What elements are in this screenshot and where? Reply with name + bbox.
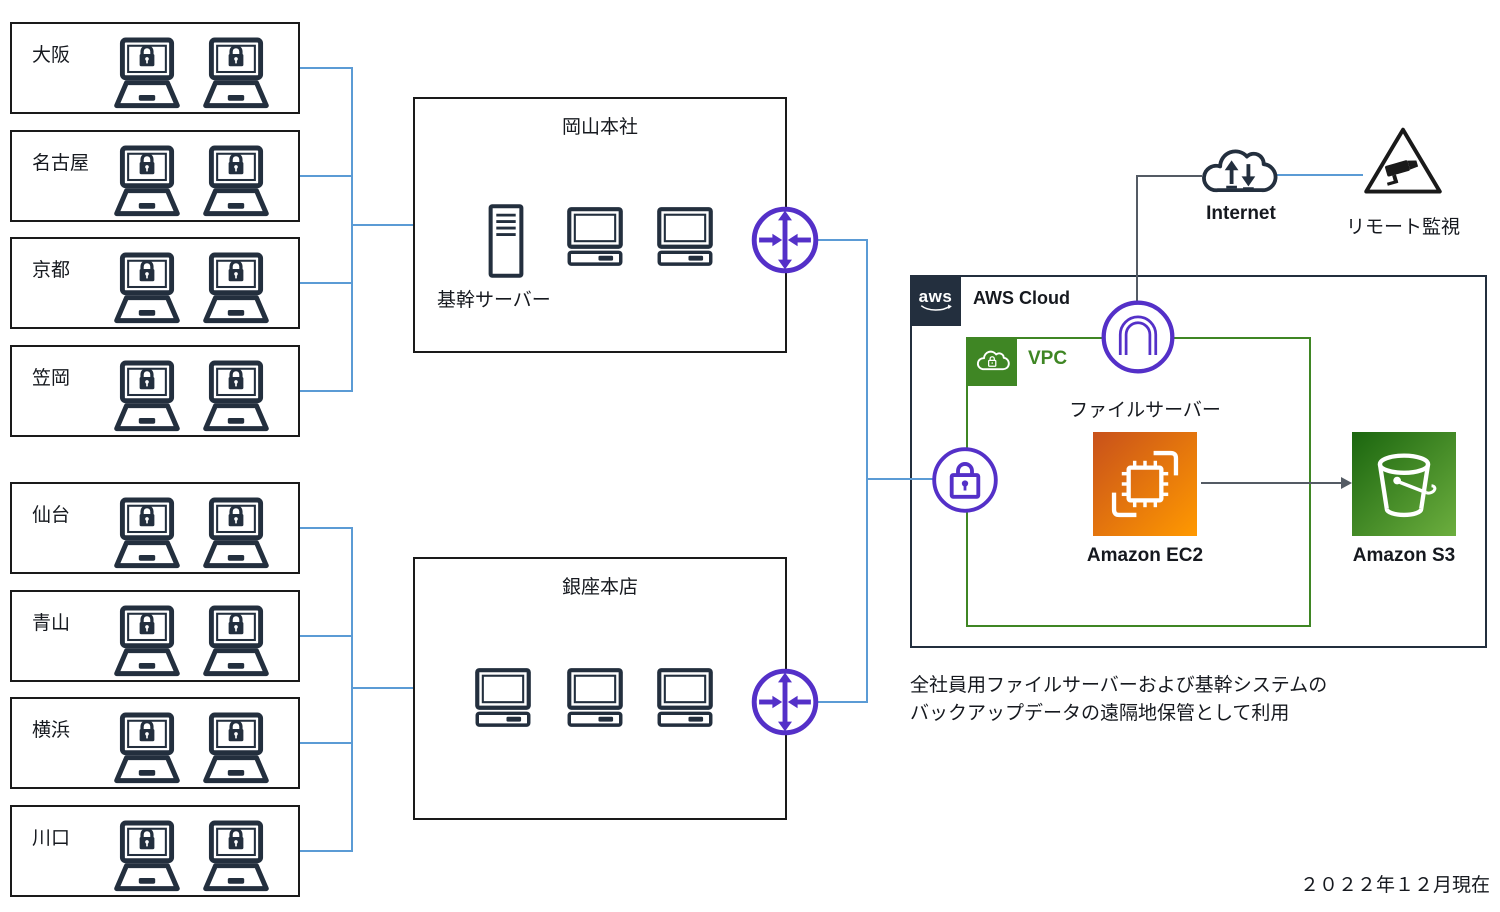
connector-line [300,527,353,529]
connector-trunk-top [351,67,353,392]
file-server-label: ファイルサーバー [1069,400,1221,421]
connector-line [300,67,353,69]
amazon-ec2-label: Amazon EC2 [1086,545,1204,566]
aws-cloud-label: AWS Cloud [973,288,1070,308]
connector-line [300,635,353,637]
connector-trunk-aws [866,239,868,703]
arrowhead-icon [1341,477,1352,489]
office-box-aoyama: 青山 [10,590,300,682]
gateway-internet-line [1136,175,1138,301]
s3-bucket-icon [1361,441,1447,527]
laptop-lock-icon [195,35,277,109]
ec2-chip-icon [1102,441,1188,527]
usage-note-line2: バックアップデータの遠隔地保管として利用 [910,703,1290,724]
laptop-lock-icon [106,35,188,109]
connector-trunk-bottom [351,527,353,852]
amazon-s3-tile [1352,432,1456,536]
gateway-internet-line [1136,175,1202,177]
laptop-lock-icon [195,358,277,432]
okayama-hq-title: 岡山本社 [561,117,638,138]
office-box-osaka: 大阪 [10,22,300,114]
usage-note-line1: 全社員用ファイルサーバーおよび基幹システムの [910,675,1328,696]
router-icon [750,205,820,275]
connector-line [300,390,353,392]
office-label: 京都 [32,260,71,281]
usage-note: 全社員用ファイルサーバーおよび基幹システムの バックアップデータの遠隔地保管とし… [910,672,1327,728]
office-box-yokohama: 横浜 [10,697,300,789]
ginza-store-box: 銀座本店 [413,557,787,820]
laptop-lock-icon [195,495,277,569]
router-icon [750,667,820,737]
amazon-s3-label: Amazon S3 [1352,545,1456,566]
connector-line [818,701,868,703]
office-box-kawaguchi: 川口 [10,805,300,897]
date-note: ２０２２年１２月現在 [1299,875,1490,896]
vpc-cloud-lock-icon [970,341,1014,383]
laptop-lock-icon [195,250,277,324]
office-label: 横浜 [32,720,71,741]
office-box-sendai: 仙台 [10,482,300,574]
laptop-lock-icon [106,358,188,432]
internet-monitoring-line [1277,174,1363,176]
laptop-lock-icon [106,818,188,892]
internet-cloud-icon [1198,138,1282,198]
connector-line [818,239,868,241]
server-tower-icon [487,203,525,279]
office-label: 青山 [32,613,71,634]
connector-line [300,282,353,284]
laptop-lock-icon [106,495,188,569]
lock-icon [930,445,1000,515]
internet-label: Internet [1206,203,1276,224]
office-label: 笠岡 [32,368,71,389]
desktop-pc-icon [560,666,630,730]
office-label: 大阪 [32,45,71,66]
office-box-kyoto: 京都 [10,237,300,329]
laptop-lock-icon [106,143,188,217]
laptop-lock-icon [195,818,277,892]
ginza-store-title: 銀座本店 [561,577,638,598]
connector-line [300,850,353,852]
aws-logo-text: aws [918,286,953,306]
amazon-ec2-tile [1093,432,1197,536]
office-label: 仙台 [32,505,71,526]
connector-line [351,224,413,226]
laptop-lock-icon [195,143,277,217]
connector-line [300,175,353,177]
ec2-s3-arrow-line [1201,482,1345,484]
laptop-lock-icon [106,710,188,784]
office-box-kasaoka: 笠岡 [10,345,300,437]
vpn-gateway-icon [1099,298,1177,376]
desktop-pc-icon [560,205,630,269]
core-server-label: 基幹サーバー [437,290,551,311]
laptop-lock-icon [106,603,188,677]
okayama-hq-box: 岡山本社 基幹サーバー [413,97,787,353]
office-box-nagoya: 名古屋 [10,130,300,222]
desktop-pc-icon [650,205,720,269]
connector-line [351,687,413,689]
vpc-label: VPC [1028,348,1068,369]
connector-line [300,742,353,744]
connector-line [866,478,934,480]
office-label: 名古屋 [32,153,90,174]
vpc-badge [966,337,1017,386]
laptop-lock-icon [195,710,277,784]
surveillance-camera-icon [1362,125,1444,197]
desktop-pc-icon [468,666,538,730]
laptop-lock-icon [195,603,277,677]
desktop-pc-icon [650,666,720,730]
aws-logo: aws [910,275,961,326]
aws-smile-icon [919,304,953,313]
office-label: 川口 [32,828,71,849]
remote-monitoring-label: リモート監視 [1345,217,1460,238]
laptop-lock-icon [106,250,188,324]
